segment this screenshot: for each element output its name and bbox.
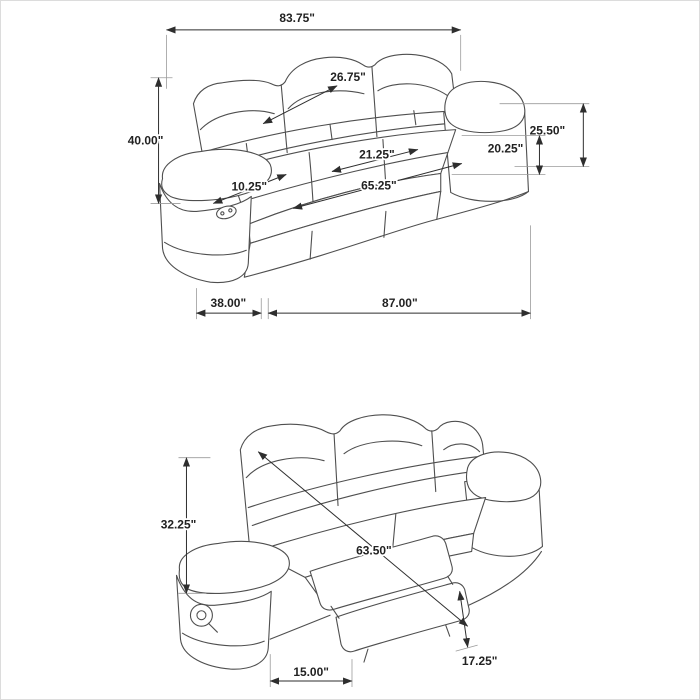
dim-label-back-height: 32.25": [161, 517, 197, 531]
dim-overall-depth: 38.00": [195, 288, 262, 320]
dimension-arrow: [457, 590, 470, 648]
recliner-handle-lever: [207, 622, 218, 633]
base-right-edge: [468, 550, 542, 606]
dim-label-arm-outer-height: 25.50": [530, 124, 566, 138]
dim-label-back-cushion: 26.75": [330, 70, 366, 84]
headrest-seam: [443, 443, 481, 453]
dim-label-back-width: 83.75": [279, 11, 315, 25]
power-button: [220, 211, 225, 216]
left-arm-front-seam: [163, 241, 247, 256]
right-arm-pad: [465, 451, 542, 503]
dim-arm-outer-height: 25.50": [499, 103, 590, 168]
dim-reclined-back-height: 32.25": [159, 457, 211, 594]
dim-label-overall-height: 40.00": [128, 134, 164, 148]
dimension-arrow: [257, 451, 469, 627]
dim-label-reclined-length: 63.50": [356, 543, 392, 557]
dimension-arrow: [212, 174, 287, 204]
dim-label-overall-width: 87.00": [382, 296, 418, 310]
dim-footrest-height: 17.25": [455, 590, 499, 670]
back-cushion-seam: [371, 66, 378, 138]
dim-label-seat-depth: 21.25": [359, 148, 395, 162]
base-seam: [309, 230, 313, 260]
dim-label-footrest-extension: 15.00": [293, 665, 329, 679]
dim-label-seat-width: 65.25": [361, 178, 397, 192]
dim-label-arm-inner-height: 20.25": [488, 142, 524, 156]
dim-overall-height: 40.00": [126, 77, 181, 205]
dim-back-cushion: 26.75": [262, 68, 368, 125]
power-button: [228, 208, 233, 213]
left-arm-front-seam: [181, 632, 265, 647]
dim-back-width: 83.75": [165, 9, 462, 89]
headrest-seam: [377, 83, 449, 97]
sofa-reclined-view-art: [175, 414, 543, 670]
dim-label-overall-depth: 38.00": [211, 296, 247, 310]
dim-reclined-length: 63.50": [257, 451, 469, 627]
dimension-arrow: [262, 85, 338, 125]
recliner-handle-inner: [196, 610, 207, 621]
base-seam: [383, 210, 387, 238]
recliner-handle-outer: [189, 603, 213, 627]
extension-line: [455, 644, 478, 652]
base-left-edge: [269, 614, 331, 640]
dim-seat-width: 65.25": [292, 162, 463, 210]
dim-label-footrest-height: 17.25": [462, 654, 498, 668]
dimension-arrow: [292, 162, 463, 210]
back-tufting-seam: [200, 110, 459, 154]
headrest-seam: [343, 440, 423, 455]
dim-footrest-extension: 15.00": [269, 654, 353, 688]
dim-armrest-width: 10.25": [212, 174, 287, 204]
base-right-edge: [436, 190, 530, 220]
dim-overall-width: 87.00": [267, 225, 532, 320]
right-arm-pad: [444, 80, 526, 134]
dim-arm-inner-height: 20.25": [451, 135, 546, 176]
dim-label-armrest-width: 10.25": [231, 179, 267, 193]
left-arm-pad: [178, 540, 290, 594]
